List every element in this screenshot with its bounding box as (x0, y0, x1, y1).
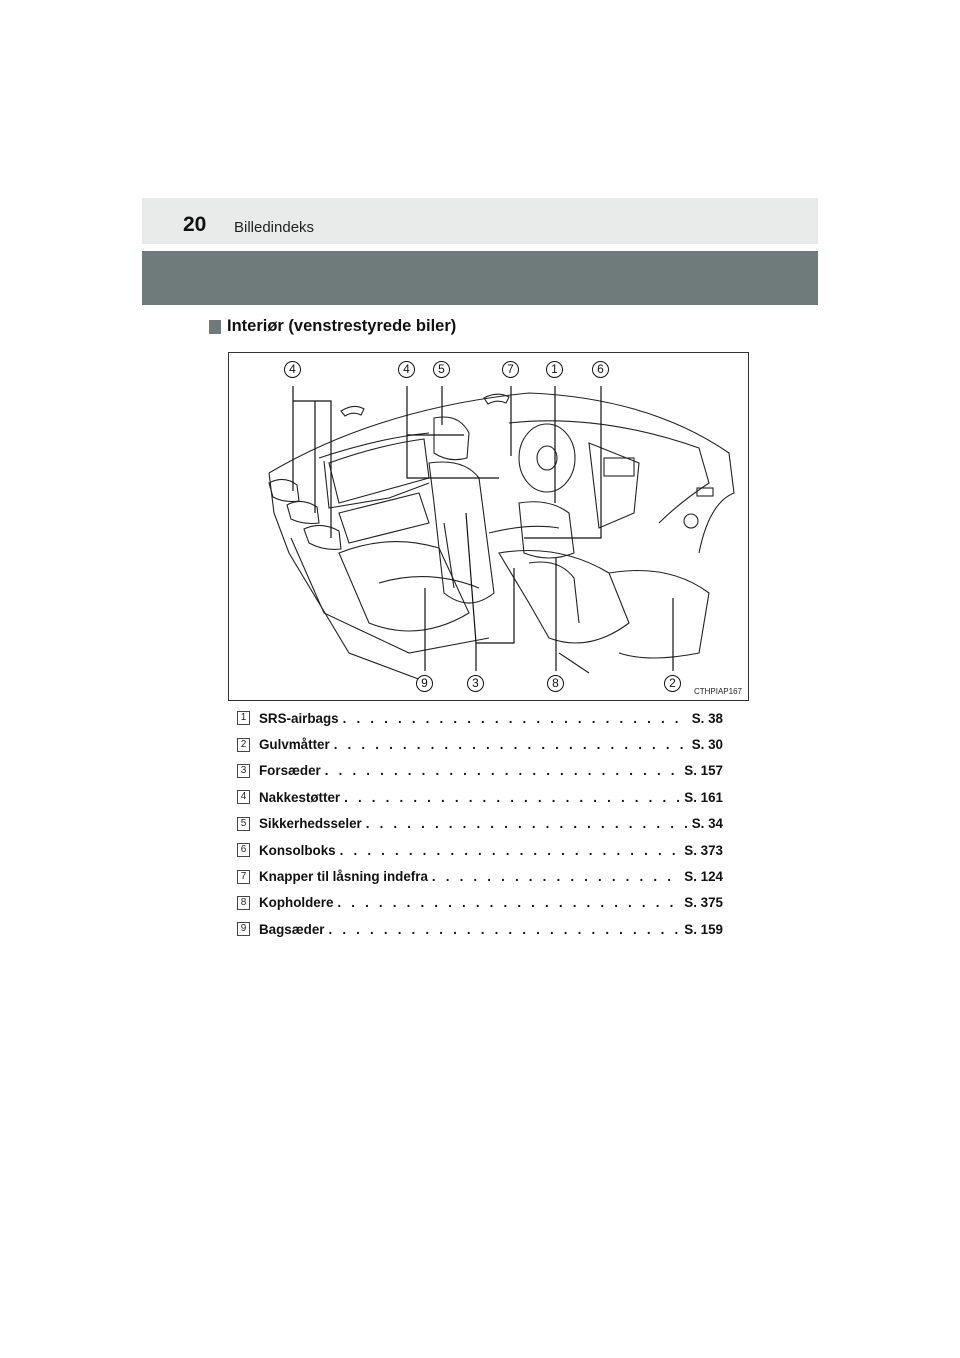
dot-leader (337, 895, 680, 910)
index-label: Konsolboks (259, 842, 336, 858)
index-label: Kopholdere (259, 895, 334, 911)
index-label: SRS-airbags (259, 710, 339, 726)
index-row: 4 Nakkestøtter S. 161 (237, 784, 723, 810)
figure-code: CTHPIAP167 (693, 687, 742, 696)
page-reference[interactable]: S. 34 (691, 816, 723, 832)
page-reference[interactable]: S. 373 (684, 842, 723, 858)
index-number: 1 (237, 711, 250, 726)
page-reference[interactable]: S. 157 (684, 763, 723, 779)
header-strip (142, 198, 818, 244)
index-row: 7 Knapper til låsning indefra S. 124 (237, 863, 723, 889)
index-label: Nakkestøtter (259, 789, 341, 805)
index-row: 3 Forsæder S. 157 (237, 758, 723, 784)
dot-leader (366, 816, 688, 831)
page-reference[interactable]: S. 124 (684, 869, 723, 885)
title-band (142, 251, 818, 305)
index-row: 5 Sikkerhedsseler S. 34 (237, 811, 723, 837)
index-number: 4 (237, 790, 250, 805)
index-label: Bagsæder (259, 921, 325, 937)
heading-square-icon (209, 319, 221, 334)
interior-illustration: 4 4 5 7 1 6 9 3 8 2 CTHPIAP167 (228, 352, 749, 701)
index-row: 1 SRS-airbags S. 38 (237, 705, 723, 731)
index-list: 1 SRS-airbags S. 38 2 Gulvmåtter S. 30 3… (237, 705, 723, 943)
car-interior-drawing (268, 386, 735, 684)
index-label: Forsæder (259, 763, 321, 779)
index-number: 7 (237, 869, 250, 884)
page-number: 20 (183, 213, 207, 236)
callout-floor-mats-2: 2 (664, 675, 681, 692)
dot-leader (432, 869, 680, 884)
index-number: 5 (237, 816, 250, 831)
dot-leader (344, 790, 680, 805)
index-row: 2 Gulvmåtter S. 30 (237, 731, 723, 757)
page-reference[interactable]: S. 38 (691, 710, 723, 726)
dot-leader (340, 843, 681, 858)
index-number: 8 (237, 895, 250, 910)
page-reference[interactable]: S. 375 (684, 895, 723, 911)
callout-console-box-6: 6 (592, 361, 609, 378)
callout-headrests-4b: 4 (398, 361, 415, 378)
page-reference[interactable]: S. 161 (684, 789, 723, 805)
index-row: 6 Konsolboks S. 373 (237, 837, 723, 863)
index-number: 9 (237, 922, 250, 937)
callout-lock-buttons-7: 7 (502, 361, 519, 378)
index-row: 9 Bagsæder S. 159 (237, 916, 723, 942)
page-reference[interactable]: S. 159 (684, 921, 723, 937)
index-number: 3 (237, 763, 250, 778)
heading-text: Interiør (venstrestyrede biler) (227, 317, 457, 335)
dot-leader (343, 711, 688, 726)
index-number: 2 (237, 737, 250, 752)
dot-leader (334, 737, 688, 752)
interior-heading: Interiør (venstrestyrede biler) (209, 317, 456, 336)
index-row: 8 Kopholdere S. 375 (237, 890, 723, 916)
dot-leader (329, 922, 681, 937)
callout-cup-holders-8: 8 (547, 675, 564, 692)
index-label: Gulvmåtter (259, 737, 330, 753)
page-reference[interactable]: S. 30 (691, 737, 723, 753)
index-number: 6 (237, 843, 250, 858)
section-title: Billedindeks (234, 219, 315, 236)
index-label: Knapper til låsning indefra (259, 869, 428, 885)
callout-seatbelts-5: 5 (433, 361, 450, 378)
index-label: Sikkerhedsseler (259, 816, 362, 832)
callout-front-seats-3: 3 (467, 675, 484, 692)
dot-leader (325, 763, 681, 778)
callout-airbags-4a: 4 (284, 361, 301, 378)
callout-srs-airbags-1: 1 (546, 361, 563, 378)
callout-rear-seats-9: 9 (416, 675, 433, 692)
